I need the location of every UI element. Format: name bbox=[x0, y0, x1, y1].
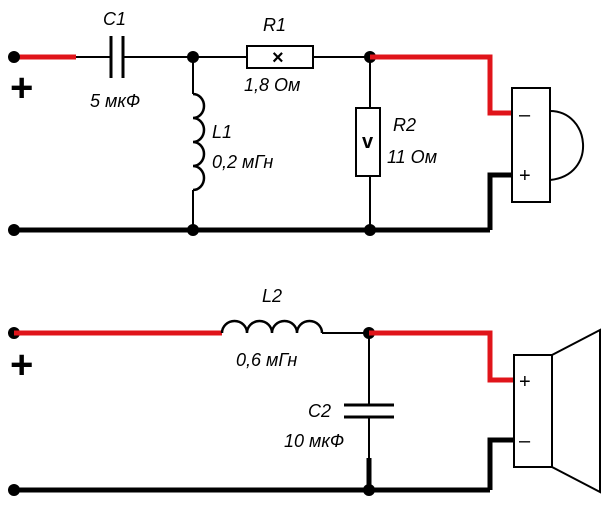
woofer-magnet-body bbox=[513, 354, 553, 468]
inductor-l1 bbox=[192, 92, 206, 192]
output-wire-negative-2 bbox=[487, 437, 514, 490]
resistor-r2-value: 11 Ом bbox=[387, 147, 437, 167]
input-plus-sign-2: + bbox=[10, 343, 33, 387]
woofer-terminal-top: + bbox=[519, 371, 531, 393]
woofer-cone bbox=[551, 328, 601, 494]
woofer-speaker: + – bbox=[513, 328, 601, 494]
resistor-r2-symbol: v bbox=[362, 131, 374, 153]
tweeter-terminal-top: – bbox=[519, 104, 531, 126]
woofer-terminal-bottom: – bbox=[519, 430, 531, 452]
resistor-r2-name: R2 bbox=[393, 115, 416, 135]
inductor-l2-value: 0,6 мГн bbox=[236, 350, 297, 370]
capacitor-c1-name: C1 bbox=[103, 9, 126, 29]
input-terminal-top-1 bbox=[8, 51, 20, 63]
junction-node-l1-ground bbox=[187, 224, 199, 236]
tweeter-dome bbox=[549, 110, 585, 181]
tweeter-body bbox=[511, 87, 551, 203]
input-plus-sign-1: + bbox=[10, 66, 33, 110]
inductor-l2 bbox=[220, 319, 324, 334]
circuit-2: + L2 0,6 мГн C2 10 мкФ + – bbox=[8, 286, 601, 496]
output-wire-positive-1 bbox=[370, 54, 512, 116]
output-wire-negative-1 bbox=[487, 172, 512, 230]
resistor-r1-name: R1 bbox=[263, 15, 286, 35]
circuit-1: + C1 5 мкФ × R1 1,8 Ом L1 0,2 мГн v R2 1… bbox=[8, 9, 585, 236]
tweeter-speaker: – + bbox=[511, 87, 585, 203]
resistor-r1-symbol: × bbox=[272, 47, 284, 69]
inductor-l1-value: 0,2 мГн bbox=[212, 152, 273, 172]
capacitor-c2-name: C2 bbox=[308, 401, 331, 421]
junction-node-c2-ground bbox=[363, 484, 375, 496]
junction-node-r2-ground bbox=[364, 224, 376, 236]
resistor-r1-value: 1,8 Ом bbox=[244, 75, 300, 95]
inductor-l2-name: L2 bbox=[262, 286, 282, 306]
capacitor-c1-value: 5 мкФ bbox=[90, 91, 140, 111]
inductor-l1-name: L1 bbox=[212, 122, 232, 142]
output-wire-positive-2 bbox=[369, 330, 514, 383]
capacitor-c2-value: 10 мкФ bbox=[284, 431, 344, 451]
tweeter-terminal-bottom: + bbox=[519, 165, 531, 187]
resistor-r2 bbox=[355, 107, 381, 177]
